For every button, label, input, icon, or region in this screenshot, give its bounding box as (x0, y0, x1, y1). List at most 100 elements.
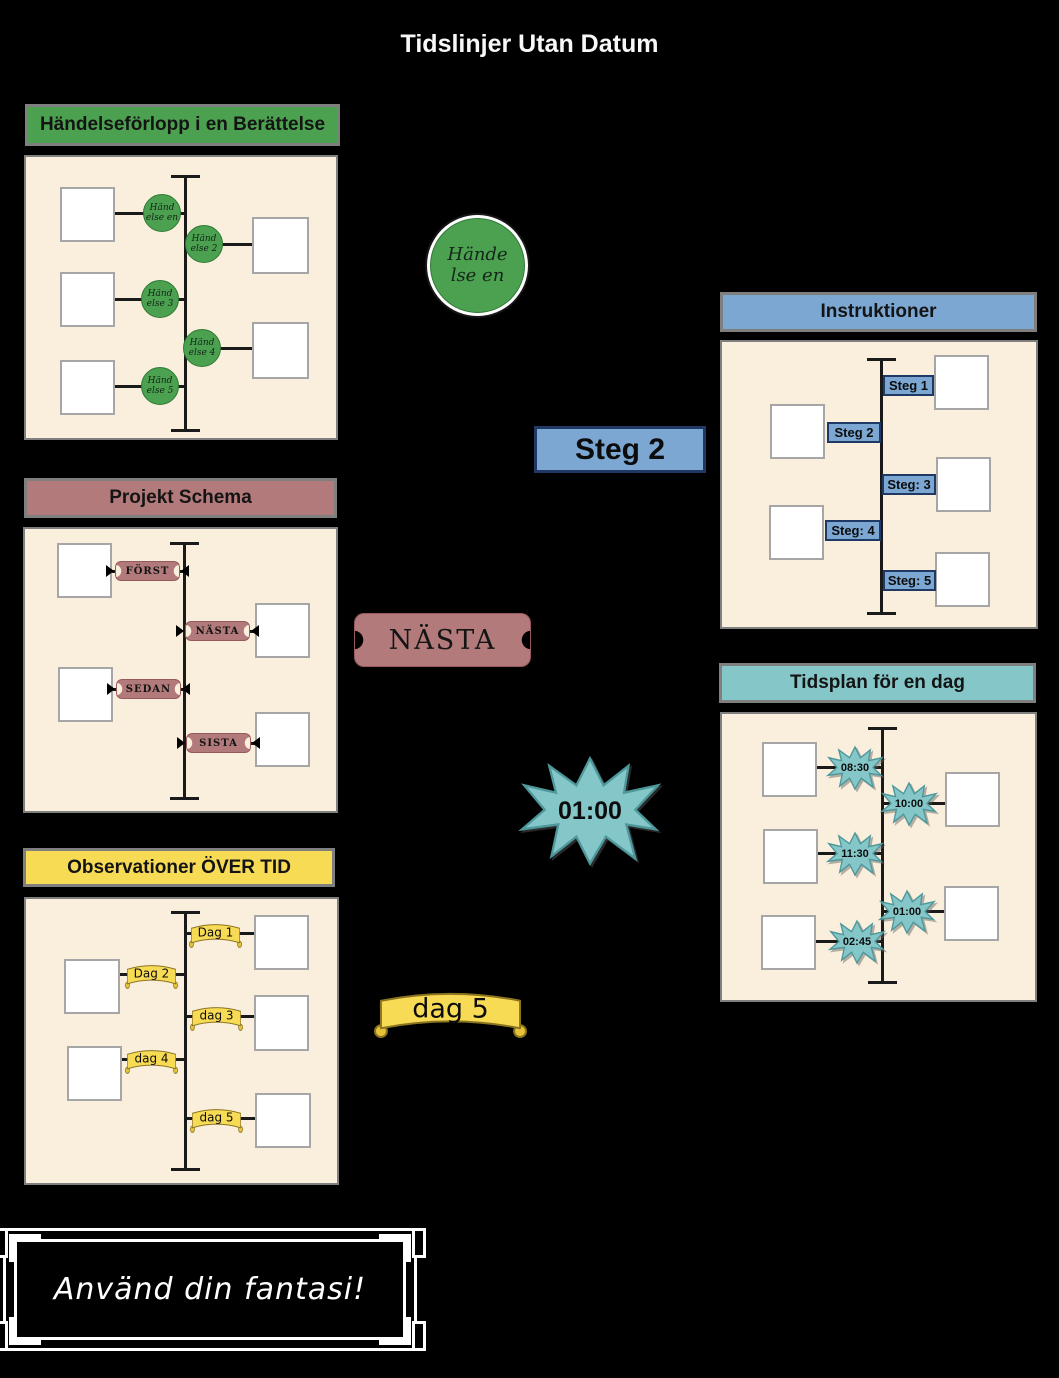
event-label: Händ else 2 (190, 233, 218, 254)
time-starburst: 08:30 (825, 745, 885, 791)
arrowhead-right-icon (176, 625, 184, 637)
day-label: dag 5 (199, 1110, 234, 1125)
arrowhead-left-icon (251, 625, 259, 637)
blank-cell (60, 360, 115, 415)
frame-corner-icon (9, 1234, 41, 1262)
step-tag: Steg 2 (827, 422, 881, 443)
event-marker: Händ else 4 (183, 329, 221, 367)
project-panel-header: Projekt Schema (24, 478, 337, 518)
arrowhead-left-icon (182, 683, 190, 695)
event-label: Händ else 3 (146, 288, 174, 309)
blank-cell (60, 272, 115, 327)
event-label: Händ else 4 (188, 337, 216, 358)
starburst-icon (877, 889, 937, 935)
blank-cell (67, 1046, 122, 1101)
frame-tab-icon (0, 1321, 8, 1351)
step-label: Steg 1 (888, 378, 928, 393)
instructions-panel-header: Instruktioner (720, 292, 1037, 332)
daily-panel-body: 08:30 10:00 11:30 01:00 02:45 (720, 712, 1037, 1002)
starburst-icon (827, 919, 887, 965)
blank-cell (64, 959, 120, 1014)
frame-corner-icon (379, 1234, 411, 1262)
time-label: 11:30 (841, 848, 869, 860)
blank-cell (763, 829, 818, 884)
sample-stage-ribbon: NÄSTA (354, 613, 531, 667)
arrowhead-right-icon (106, 565, 114, 577)
blank-cell (252, 322, 309, 379)
blank-cell (934, 355, 989, 410)
step-tag: Steg 1 (883, 375, 934, 396)
day-label: Dag 1 (197, 925, 234, 940)
stage-label: FÖRST (125, 565, 170, 577)
event-marker: Händ else 5 (141, 367, 179, 405)
instructions-panel-title: Instruktioner (820, 301, 937, 322)
scroll-banner-icon (190, 1007, 243, 1031)
project-panel-body: FÖRST NÄSTA SEDAN SISTA (23, 527, 338, 813)
footer-message: Använd din fantasi! (53, 1272, 367, 1307)
day-banner: dag 4 (124, 1046, 179, 1076)
sample-event-label: Hände lse en (447, 243, 508, 286)
step-tag: Steg: 5 (883, 570, 936, 591)
step-tag: Steg: 4 (825, 520, 881, 541)
starburst-icon (879, 781, 939, 827)
blank-cell (762, 742, 817, 797)
time-label: 02:45 (842, 936, 872, 948)
day-banner: Dag 2 (124, 961, 179, 991)
daily-panel-title: Tidsplan för en dag (790, 672, 965, 693)
scroll-banner-icon (373, 992, 528, 1039)
timeline-axis (171, 175, 200, 432)
blank-cell (255, 1093, 311, 1148)
story-panel-title: Händelseförlopp i en Berättelse (39, 114, 326, 135)
observations-panel-body: Dag 1 Dag 2 dag 3 dag 4 dag 5 (24, 897, 339, 1185)
day-banner: dag 3 (189, 1003, 244, 1033)
page-title: Tidslinjer Utan Datum (400, 30, 659, 58)
blank-cell (254, 915, 309, 970)
time-label: 08:30 (840, 762, 870, 774)
sample-day-banner: dag 5 (371, 985, 530, 1042)
timeline-axis (171, 911, 200, 1171)
time-label: 01:00 (892, 906, 922, 918)
starburst-icon (518, 755, 662, 866)
stage-ribbon: NÄSTA (176, 621, 259, 641)
story-panel-header: Händelseförlopp i en Berättelse (25, 104, 340, 146)
step-tag: Steg: 3 (882, 474, 936, 495)
observations-panel-header: Observationer ÖVER TID (23, 848, 335, 887)
blank-cell (254, 995, 309, 1051)
scroll-banner-icon (125, 1050, 178, 1074)
stage-ribbon: FÖRST (106, 561, 189, 581)
frame-corner-icon (379, 1317, 411, 1345)
arrowhead-right-icon (177, 737, 185, 749)
blank-cell (761, 915, 816, 970)
day-label: dag 4 (134, 1051, 169, 1066)
day-banner: Dag 1 (188, 920, 243, 950)
time-starburst: 02:45 (827, 919, 887, 965)
timeline-axis (868, 727, 897, 984)
timeline-axis (867, 358, 896, 615)
stage-ribbon: SISTA (177, 733, 260, 753)
blank-cell (60, 187, 115, 242)
scroll-banner-icon (190, 1109, 243, 1133)
blank-cell (935, 552, 990, 607)
blank-cell (255, 603, 310, 658)
sample-time-label: 01:00 (558, 796, 622, 825)
daily-panel-header: Tidsplan för en dag (719, 663, 1036, 703)
frame-tab-icon (412, 1321, 426, 1351)
footer-frame: Använd din fantasi! (0, 1228, 426, 1351)
time-starburst: 01:00 (877, 889, 937, 935)
arrowhead-left-icon (181, 565, 189, 577)
sample-day-label: dag 5 (412, 993, 489, 1025)
blank-cell (57, 543, 112, 598)
stage-ribbon: SEDAN (107, 679, 190, 699)
time-starburst: 11:30 (825, 831, 885, 877)
event-marker: Händ else 2 (185, 225, 223, 263)
blank-cell (936, 457, 991, 512)
event-marker: Händ else 3 (141, 280, 179, 318)
blank-cell (770, 404, 825, 459)
sample-event-circle: Hände lse en (430, 218, 525, 313)
starburst-icon (825, 745, 885, 791)
stage-label: SEDAN (125, 683, 172, 695)
arrowhead-right-icon (107, 683, 115, 695)
blank-cell (252, 217, 309, 274)
event-marker: Händ else en (143, 194, 181, 232)
blank-cell (945, 772, 1000, 827)
